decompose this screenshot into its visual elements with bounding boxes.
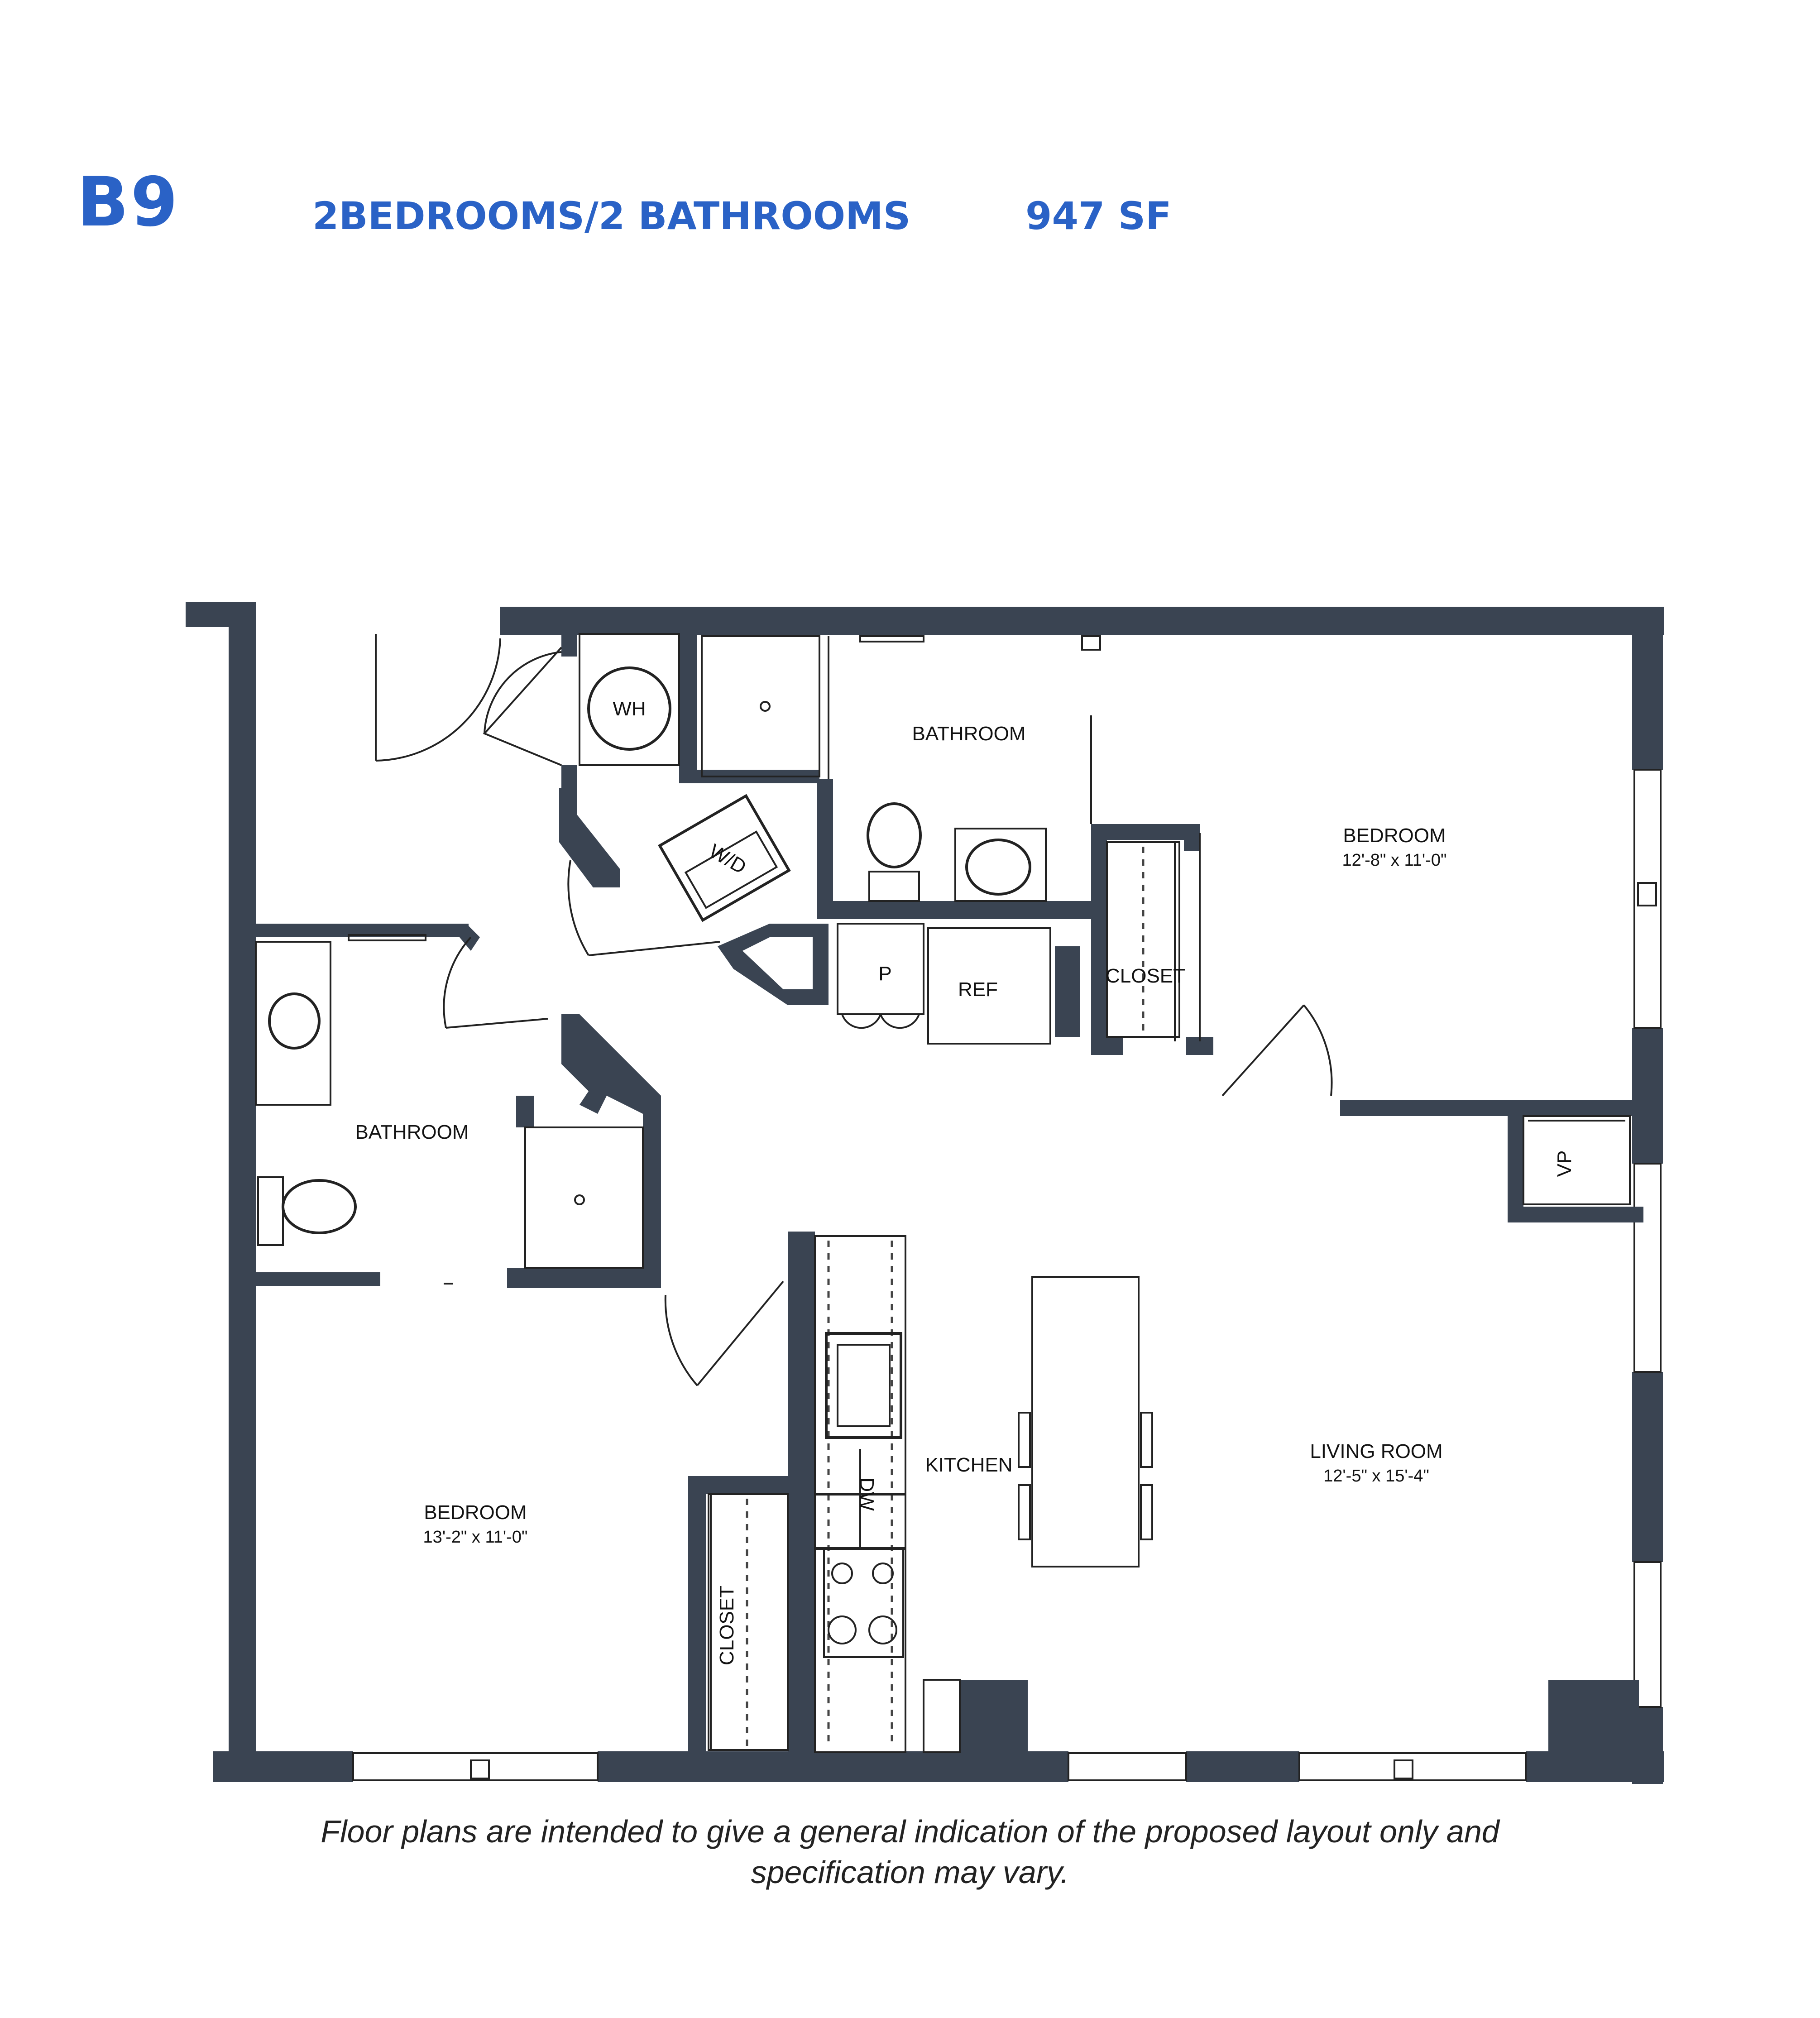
exterior-walls — [186, 602, 1664, 1784]
living-room-dims: 12'-5" x 15'-4" — [1323, 1467, 1429, 1486]
fixtures — [255, 633, 1631, 1753]
kitchen-sink-icon — [825, 1332, 902, 1439]
wd-label: W/D — [705, 840, 750, 878]
living-room-label: LIVING ROOM — [1310, 1440, 1442, 1462]
interior-walls — [254, 629, 1643, 1752]
bedroom-right-dims: 12'-8" x 11'-0" — [1342, 851, 1447, 870]
unit-code: B9 — [77, 163, 180, 242]
water-heater-icon — [587, 666, 671, 751]
closet-right-label: CLOSET — [1106, 965, 1185, 987]
unit-type: 2BEDROOMS/2 BATHROOMS — [312, 194, 911, 238]
drain-icon — [574, 1194, 585, 1205]
washer-dryer-icon — [658, 794, 791, 922]
pantry-label: P — [878, 963, 891, 985]
range-icon — [823, 1548, 904, 1658]
disclaimer: Floor plans are intended to give a gener… — [91, 1811, 1729, 1893]
windows — [352, 769, 1662, 1781]
vp-label: VP — [1553, 1150, 1576, 1177]
bedroom-right-label: BEDROOM — [1343, 824, 1446, 847]
kitchen-label: KITCHEN — [925, 1454, 1012, 1476]
disclaimer-line-1: Floor plans are intended to give a gener… — [321, 1814, 1499, 1849]
bedroom-left-label: BEDROOM — [424, 1501, 527, 1524]
unit-area: 947 SF — [1025, 194, 1172, 238]
toilet-icon — [282, 1179, 357, 1234]
closet-left-label: CLOSET — [716, 1586, 738, 1665]
dw-label: DW — [856, 1477, 878, 1511]
bathroom-top-label: BATHROOM — [912, 723, 1026, 745]
disclaimer-line-2: specification may vary. — [751, 1855, 1069, 1890]
drain-icon — [760, 701, 771, 712]
bedroom-left-dims: 13'-2" x 11'-0" — [423, 1528, 528, 1547]
wh-label: WH — [613, 698, 646, 720]
ref-label: REF — [958, 978, 998, 1001]
sink-icon — [965, 839, 1031, 896]
sink-icon — [268, 992, 321, 1050]
toilet-icon — [867, 802, 922, 868]
labels: WH BATHROOM BEDROOM 12'-8" x 11'-0" W/D … — [355, 698, 1576, 1665]
bathroom-left-label: BATHROOM — [355, 1121, 469, 1143]
kitchen-island — [1031, 1276, 1140, 1567]
